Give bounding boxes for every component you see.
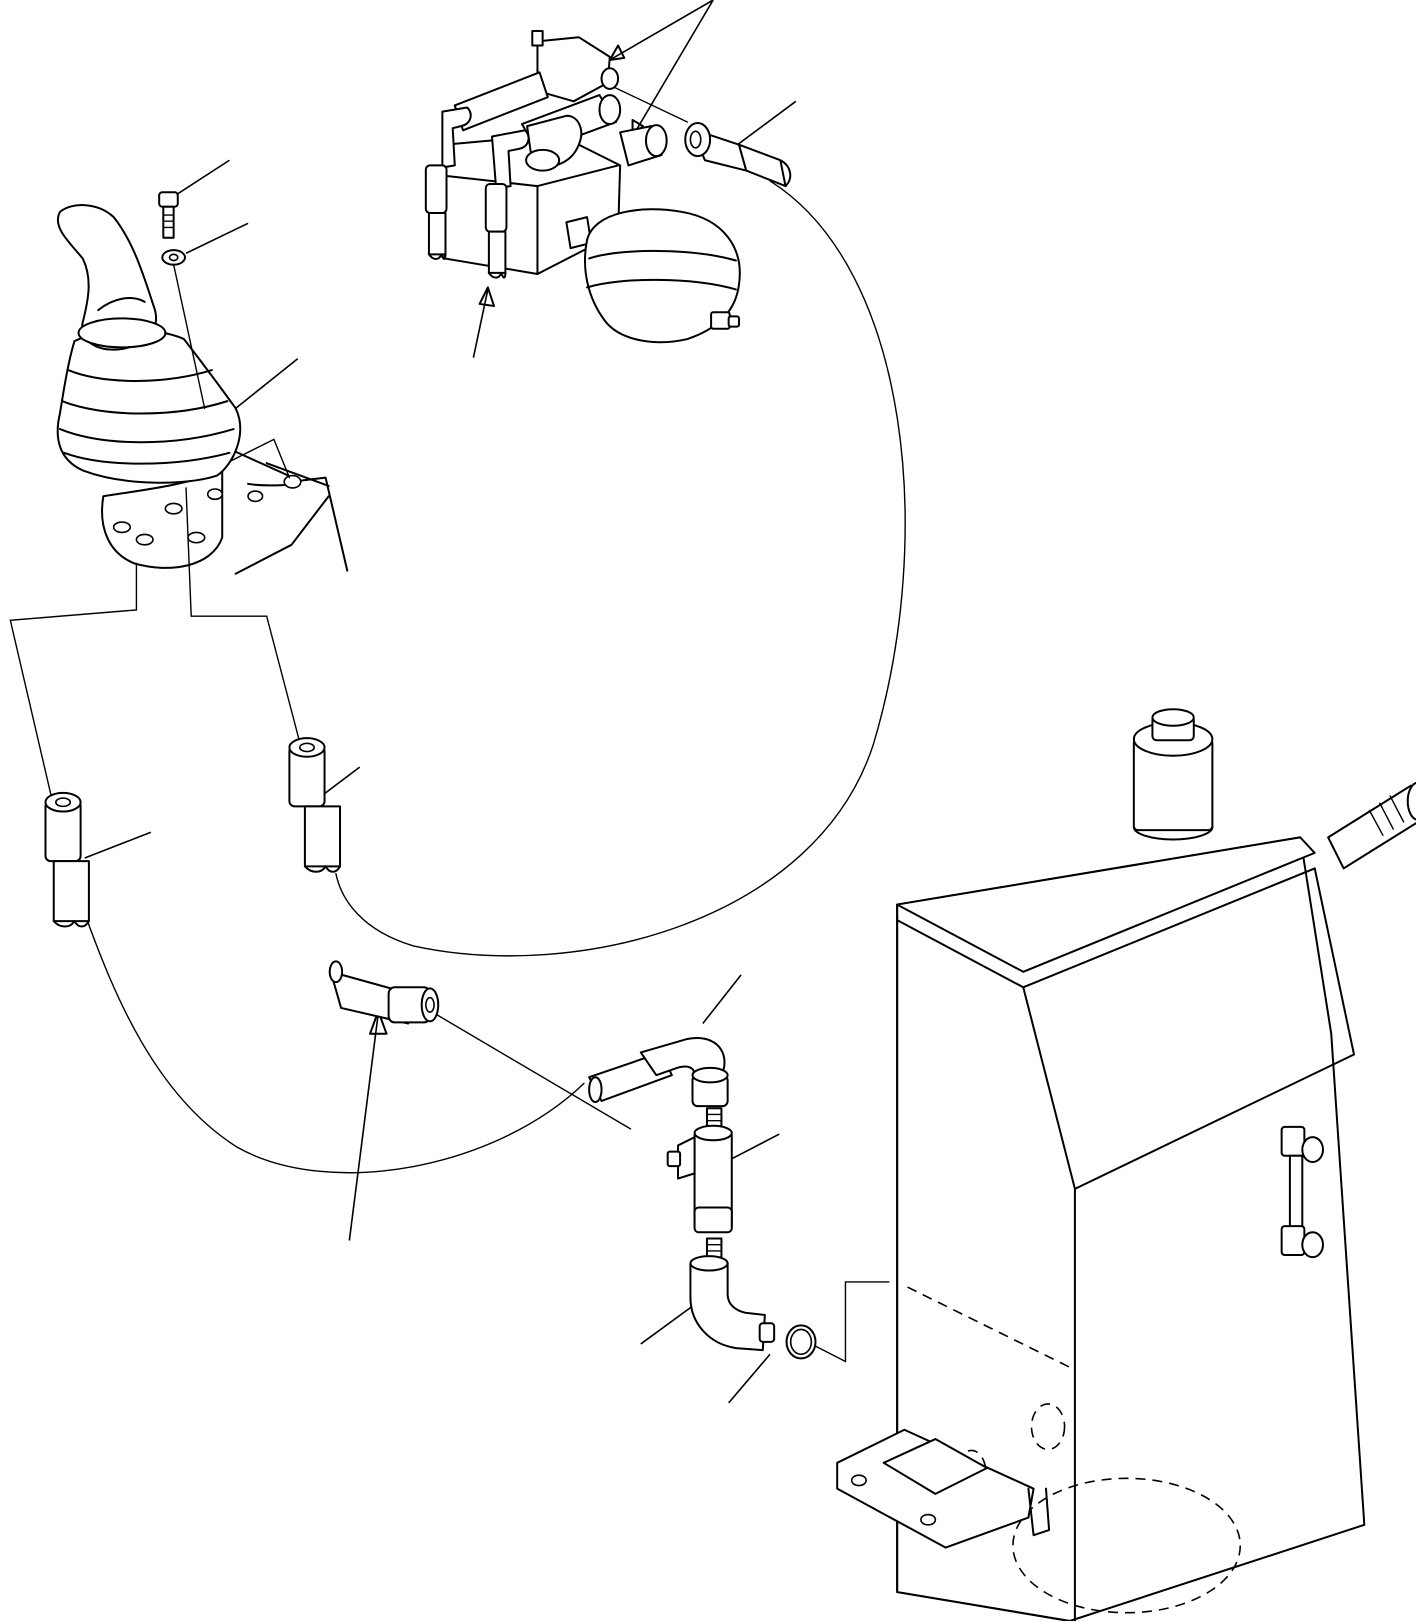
tank-cap-knob: [1152, 709, 1193, 726]
leader-elbow-top: [703, 975, 741, 1024]
leader-valve-port: [473, 289, 487, 357]
hydraulic-tank: [837, 709, 1416, 1621]
joystick-base: [102, 470, 222, 568]
boot-fold-4: [64, 453, 229, 464]
tank-top-face: [897, 837, 1315, 971]
boot-fold-2: [62, 401, 227, 413]
mounting-bracket: [837, 1430, 1049, 1548]
guide-line-tank: [801, 1282, 889, 1362]
elbow-pipe-mid: [492, 130, 529, 188]
tank-hidden-line-1: [907, 1287, 1074, 1370]
leader-hose-left: [85, 832, 151, 858]
tank-bottom-hidden: [1013, 1478, 1240, 1612]
mounting-bolt: [159, 192, 178, 237]
bolt-guide: [174, 265, 205, 409]
pipe-threads: [1369, 796, 1403, 835]
console-plate: [236, 452, 348, 574]
accumulator: [585, 209, 740, 342]
port-cap-right: [646, 125, 667, 156]
tank-hidden-port: [1032, 1404, 1065, 1449]
valve-block-assembly: [426, 31, 790, 342]
manifold-stub: [532, 31, 542, 45]
hose-fitting-left: [45, 793, 88, 927]
manifold-nut: [602, 68, 619, 89]
elbow-fitting-upper: [589, 1038, 727, 1106]
hose-fitting-mid: [289, 738, 340, 872]
valve-block-edge: [444, 165, 618, 274]
valve-hose-ends: [426, 165, 507, 277]
base-holes: [114, 489, 223, 545]
boot-fold-1: [68, 370, 212, 381]
arrowhead-valve-port: [480, 287, 494, 306]
leader-bolt: [174, 160, 230, 196]
leader-boot: [236, 359, 298, 409]
tee-fitting: [668, 1108, 732, 1232]
tank-side-pipe: [1328, 786, 1416, 869]
leader-lines: [85, 0, 796, 1403]
handle-collar: [79, 318, 166, 347]
tank-side-pipe-end: [1408, 783, 1416, 820]
tank-top-lip: [897, 868, 1315, 987]
leader-valve-top-2: [633, 0, 714, 136]
elbow-fitting-lower: [690, 1238, 815, 1358]
arrowhead-valve-top: [610, 45, 624, 59]
leader-hose-end: [349, 1013, 378, 1240]
rubber-boot: [58, 330, 240, 482]
elbow-pipe-left: [442, 108, 470, 168]
tank-slant-face: [1023, 868, 1354, 1621]
sight-gauge: [1282, 1127, 1323, 1257]
leader-washer: [186, 223, 248, 253]
joystick-guide-lines: [10, 488, 299, 798]
leader-elbow-low: [641, 1305, 695, 1344]
valve-hose-fitting: [685, 123, 790, 186]
leader-oring: [729, 1354, 770, 1403]
hose-lines: [88, 83, 905, 1362]
leader-valve-top: [610, 0, 713, 60]
hose-return: [88, 922, 584, 1173]
center-elbow-nut: [526, 150, 559, 171]
valve-manifold: [537, 37, 609, 101]
arrowhead-hose-end: [370, 1011, 387, 1034]
guide-line-top: [605, 83, 688, 122]
washer-hole: [170, 254, 178, 260]
hose-pressure: [336, 181, 905, 956]
leader-tee: [724, 1134, 780, 1163]
hose-fitting-lower: [330, 961, 439, 1023]
pipe-end-1: [599, 95, 620, 124]
joystick-assembly: [10, 192, 347, 798]
handle-grip-line: [98, 298, 145, 310]
guide-line-lower: [434, 1013, 630, 1129]
joystick-handle: [58, 205, 156, 350]
boot-fold-3: [60, 429, 234, 442]
